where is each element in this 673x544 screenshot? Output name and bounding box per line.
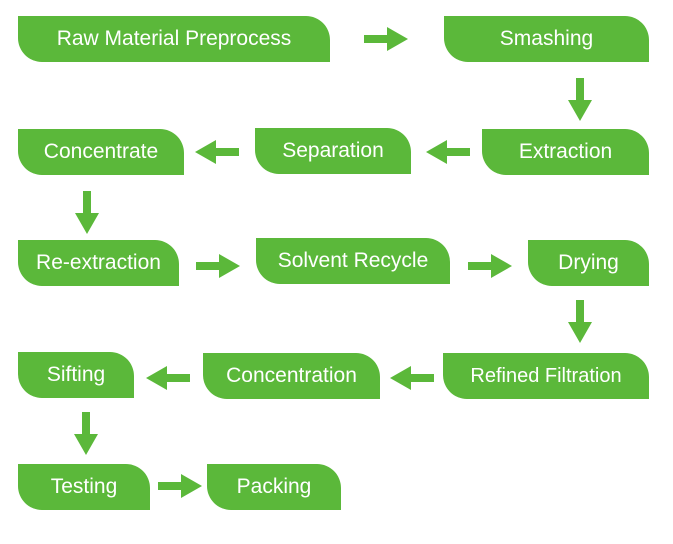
step-label: Packing [236, 475, 312, 498]
arrow-left-icon [387, 353, 437, 403]
step-label: Drying [558, 251, 619, 274]
arrow-right-icon [193, 241, 243, 291]
arrow-down-icon [555, 74, 605, 124]
step-refined-filtration: Refined Filtration [443, 353, 649, 399]
step-raw-material-preprocess: Raw Material Preprocess [18, 16, 330, 62]
arrow-right-icon [465, 241, 515, 291]
step-concentration: Concentration [203, 353, 380, 399]
step-sifting: Sifting [18, 352, 134, 398]
step-label: Re-extraction [36, 251, 161, 274]
step-label: Concentration [226, 364, 357, 387]
step-smashing: Smashing [444, 16, 649, 62]
step-testing: Testing [18, 464, 150, 510]
arrow-left-icon [423, 127, 473, 177]
step-label: Raw Material Preprocess [56, 27, 292, 50]
step-label: Sifting [46, 363, 106, 386]
step-label: Solvent Recycle [277, 249, 429, 272]
arrow-right-icon [361, 14, 411, 64]
step-separation: Separation [255, 128, 411, 174]
step-concentrate: Concentrate [18, 129, 184, 175]
step-label: Testing [50, 475, 118, 498]
step-re-extraction: Re-extraction [18, 240, 179, 286]
step-label: Extraction [518, 140, 613, 163]
arrow-down-icon [62, 187, 112, 237]
arrow-left-icon [192, 127, 242, 177]
step-label: Concentrate [43, 140, 159, 163]
step-drying: Drying [528, 240, 649, 286]
step-packing: Packing [207, 464, 341, 510]
arrow-down-icon [555, 296, 605, 346]
arrow-left-icon [143, 353, 193, 403]
step-extraction: Extraction [482, 129, 649, 175]
step-solvent-recycle: Solvent Recycle [256, 238, 450, 284]
step-label: Refined Filtration [470, 364, 622, 387]
step-label: Smashing [499, 27, 594, 50]
step-label: Separation [282, 139, 384, 162]
arrow-down-icon [61, 408, 111, 458]
arrow-right-icon [155, 461, 205, 511]
